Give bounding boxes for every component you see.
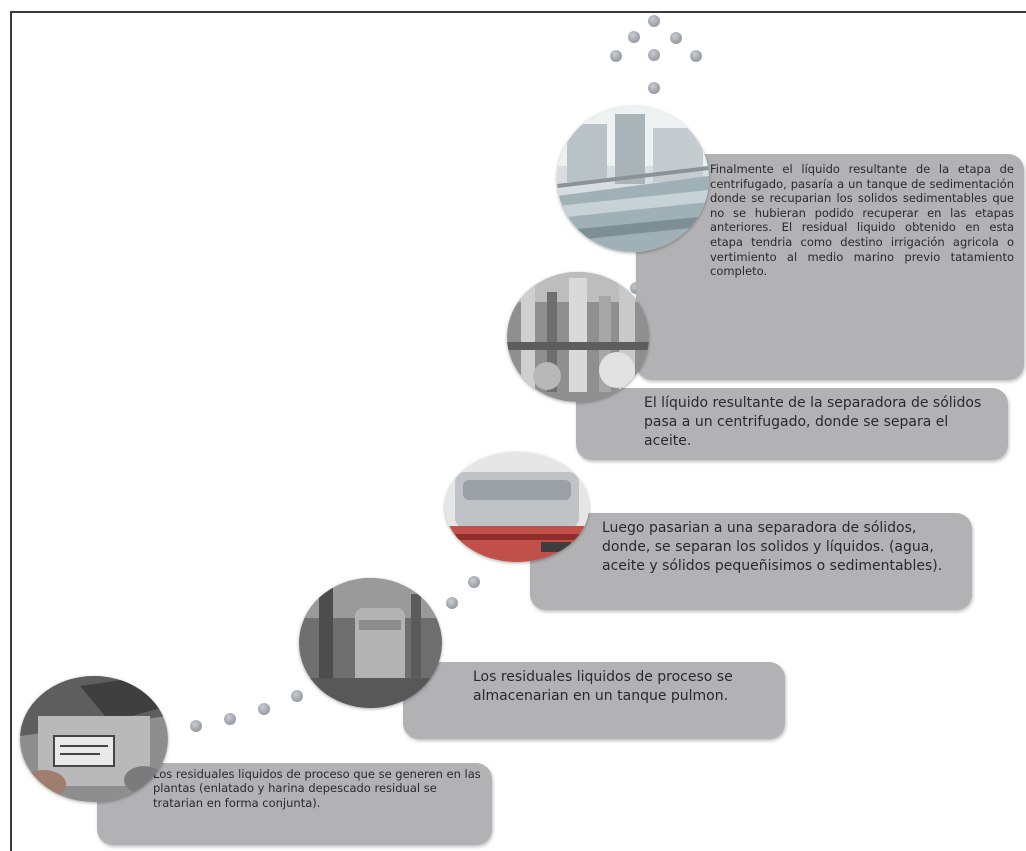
dot: [610, 50, 622, 62]
dot: [224, 713, 236, 725]
dot: [446, 597, 458, 609]
step-5-text: Finalmente el líquido resultante de la e…: [710, 162, 1014, 279]
step-2-text: Los residuales liquidos de proceso se al…: [473, 669, 733, 704]
dot: [628, 31, 640, 43]
dot: [690, 50, 702, 62]
step-1-text: Los residuales liquidos de proceso que s…: [153, 767, 481, 810]
dot: [670, 32, 682, 44]
step-4-text: El líquido resultante de la separadora d…: [644, 395, 982, 449]
dot: [190, 720, 202, 732]
separator-machine-photo-icon: [445, 452, 589, 562]
storage-tank-photo-icon: [299, 578, 442, 708]
step-3-box: Luego pasarian a una separadora de sólid…: [530, 513, 972, 610]
diagram-frame: [10, 11, 1026, 851]
step-4-box: El líquido resultante de la separadora d…: [576, 388, 1008, 460]
dot: [291, 690, 303, 702]
dot: [468, 576, 480, 588]
step-3-text: Luego pasarian a una separadora de sólid…: [602, 520, 943, 574]
fish-crate-photo-icon: [20, 676, 168, 802]
dot: [648, 15, 660, 27]
step-1-box: Los residuales liquidos de proceso que s…: [97, 763, 492, 845]
sedimentation-tank-photo-icon: [557, 106, 709, 252]
dot: [648, 82, 660, 94]
dot: [648, 49, 660, 61]
step-2-box: Los residuales liquidos de proceso se al…: [403, 662, 785, 739]
centrifuge-pipes-photo-icon: [507, 272, 649, 402]
dot: [258, 703, 270, 715]
